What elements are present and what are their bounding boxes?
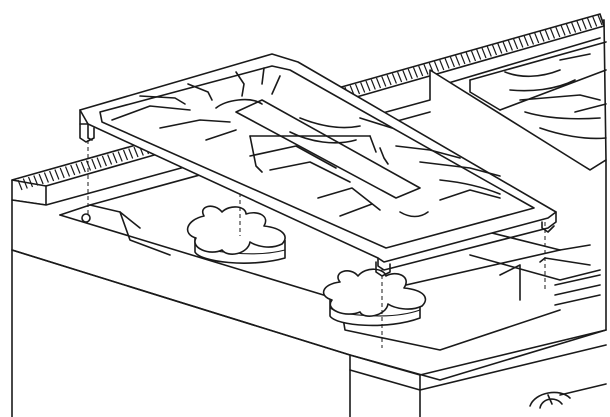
vent-rib [544,29,550,41]
vent-rib [43,172,49,183]
vent-rib [33,175,39,186]
vent-rib [117,151,123,162]
vent-rib [523,35,529,47]
vent-rib [412,67,419,78]
vent-rib [96,157,102,168]
vent-rib [402,70,408,81]
vent-rib [476,49,482,60]
vent-rib [85,160,92,171]
vent-rib [38,173,44,185]
vent-rib [375,77,382,89]
vent-rib [571,22,577,33]
vent-rib [407,68,413,80]
vent-rib [418,65,424,77]
vent-rib [370,79,376,90]
vent-rib [360,82,366,93]
vent-rib [433,61,440,72]
burner-cap-left [186,205,286,264]
adjacent-grate [469,41,607,140]
vent-rib [497,43,503,54]
vent-rib [122,149,129,161]
vent-rib [507,40,513,51]
vent-rib [80,161,86,173]
vent-rib [49,170,55,182]
vent-rib [365,80,371,92]
vent-rib [586,17,593,29]
vent-rib [397,71,403,83]
vent-rib [455,55,461,66]
vent-rib [101,155,107,167]
vent-rib [491,44,498,56]
vent-rib [549,28,556,39]
vent-rib [470,50,477,62]
vent-rib [565,23,571,35]
grate-foot-front-right [375,261,391,277]
vent-rib [576,20,582,32]
vent-rib [592,16,598,27]
vent-rib [534,32,540,44]
vent-rib [91,158,97,170]
vent-rib [391,73,397,84]
grate-foot-front-left [79,123,95,143]
vent-rib [381,76,387,87]
vent-rib [460,53,466,65]
vent-rib [513,38,519,50]
vent-rib [64,166,71,177]
vent-rib [75,163,81,174]
vent-rib [539,31,545,42]
burner-cap-right [322,268,427,327]
vent-rib [70,164,76,176]
vent-rib [444,58,450,69]
cast-iron-grate [79,53,557,277]
vent-rib [502,41,508,53]
vent-rib [481,47,487,59]
vent-rib [133,146,139,158]
vent-rib [112,152,118,164]
vent-rib [22,178,28,189]
vent-rib [597,14,603,26]
mounting-screw-icon [81,213,91,223]
vent-rib [528,34,535,45]
vent-rib [439,59,445,71]
vent-rib [581,19,587,30]
vent-rib [465,52,471,63]
vent-rib [560,25,566,36]
vent-rib [518,37,524,48]
vent-rib [107,154,113,165]
grate-foot-back-right [541,221,555,233]
vent-rib [59,167,65,179]
control-knob-icon [529,391,571,409]
vent-rib [486,46,492,57]
vent-rib [128,148,134,159]
vent-rib [449,56,455,68]
vent-rib [54,169,60,180]
vent-rib [27,176,34,188]
vent-rib [423,64,429,75]
vent-rib [17,179,23,191]
vent-rib [386,74,392,86]
vent-rib [354,83,361,95]
vent-rib [555,26,561,38]
